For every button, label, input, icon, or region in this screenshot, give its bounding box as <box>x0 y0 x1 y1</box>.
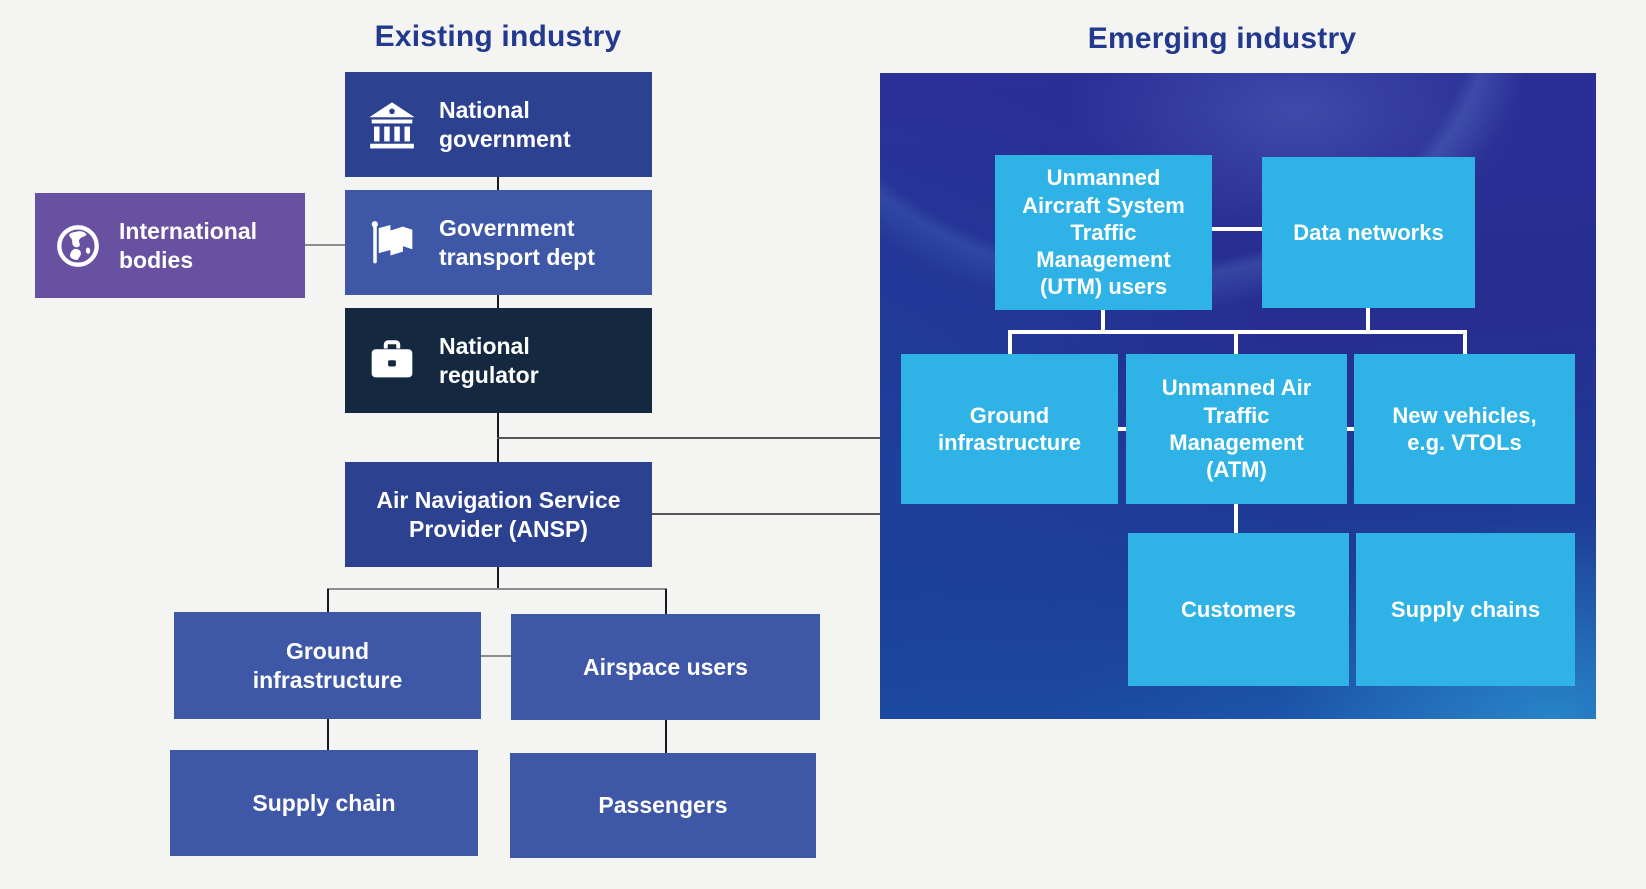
node-ansp: Air Navigation Service Provider (ANSP) <box>345 462 652 567</box>
briefcase-icon <box>371 339 413 377</box>
connector-utm-to-datanetworks <box>1212 227 1262 231</box>
node-utm-users: Unmanned Aircraft System Traffic Managem… <box>995 155 1212 310</box>
node-national-government: National government <box>345 72 652 177</box>
node-international-bodies: International bodies <box>35 193 305 298</box>
connector-utm-down <box>1101 310 1105 333</box>
node-label: National government <box>439 96 571 152</box>
node-label: Unmanned Aircraft System Traffic Managem… <box>1022 165 1185 300</box>
node-label: New vehicles, e.g. VTOLs <box>1392 402 1537 455</box>
emerging-industry-title: Emerging industry <box>1087 22 1357 55</box>
connector-rail-to-newvehicles <box>1463 330 1467 354</box>
connector-rail-to-ground-right <box>1008 330 1012 354</box>
connector-atm-to-customers <box>1234 504 1238 533</box>
connector-atm-to-newvehicles <box>1347 427 1354 431</box>
node-atm: Unmanned Air Traffic Management (ATM) <box>1126 354 1347 504</box>
node-label: International bodies <box>119 217 258 273</box>
node-national-regulator: National regulator <box>345 308 652 413</box>
node-label: Passengers <box>598 792 728 819</box>
node-government-transport-dept: Government transport dept <box>345 190 652 295</box>
connector-government-to-transport <box>497 177 499 190</box>
connector-rail-to-airspace <box>665 589 667 614</box>
node-label: Government transport dept <box>439 214 595 270</box>
node-supply-chain: Supply chain <box>170 750 478 856</box>
connector-ansp-down <box>497 567 499 589</box>
connector-ground-to-atm <box>1118 427 1126 431</box>
node-ground-infrastructure-emerging: Ground infrastructure <box>901 354 1118 504</box>
connector-ansp-rail <box>327 588 667 590</box>
bank-icon <box>369 101 415 148</box>
node-label: Customers <box>1181 596 1296 622</box>
existing-industry-title: Existing industry <box>374 20 622 53</box>
node-label: Airspace users <box>583 653 748 680</box>
node-ground-infrastructure-existing: Ground infrastructure <box>174 612 481 719</box>
flag-icon <box>371 220 413 263</box>
connector-international-to-transport <box>305 244 345 246</box>
node-new-vehicles: New vehicles, e.g. VTOLs <box>1354 354 1575 504</box>
node-airspace-users: Airspace users <box>511 614 820 720</box>
node-label: National regulator <box>439 332 539 388</box>
node-passengers: Passengers <box>510 753 816 858</box>
node-customers: Customers <box>1128 533 1349 686</box>
connector-rail-to-atm <box>1234 330 1238 354</box>
node-supply-chains: Supply chains <box>1356 533 1575 686</box>
node-label: Ground infrastructure <box>937 402 1082 455</box>
connector-rail-to-ground <box>327 589 329 612</box>
node-label: Supply chains <box>1390 596 1541 622</box>
connector-regulator-to-panel <box>497 437 880 439</box>
connector-ansp-to-panel <box>652 513 880 515</box>
node-label: Air Navigation Service Provider (ANSP) <box>376 486 621 542</box>
node-label: Ground infrastructure <box>252 637 403 693</box>
globe-icon <box>57 224 99 267</box>
node-label: Data networks <box>1293 219 1444 245</box>
node-label: Supply chain <box>252 789 396 816</box>
node-data-networks: Data networks <box>1262 157 1475 308</box>
connector-transport-to-regulator <box>497 295 499 308</box>
connector-ground-to-airspace <box>481 655 511 657</box>
node-label: Unmanned Air Traffic Management (ATM) <box>1161 375 1312 483</box>
connector-airspace-to-passengers <box>665 720 667 753</box>
connector-ground-to-supply <box>327 719 329 750</box>
connector-datanetworks-down <box>1366 308 1370 333</box>
